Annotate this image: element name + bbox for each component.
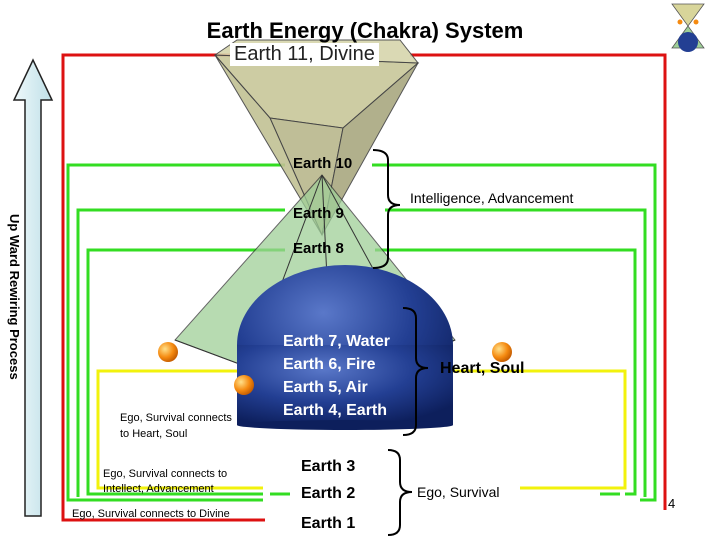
page-number: 4 [668,496,676,511]
orange-ball-left [158,342,178,362]
level-earth-5: Earth 5, Air [283,379,368,396]
orange-ball-right [492,342,512,362]
level-earth-3: Earth 3 [301,458,356,475]
group-intelligence-label: Intelligence, Advancement [410,190,574,206]
group-heart-label: Heart, Soul [440,360,525,377]
side-arrow-label: Up Ward Rewiring Process [7,214,22,380]
level-earth-4: Earth 4, Earth [283,402,388,419]
note-heart-line1: Ego, Survival connects [120,412,232,424]
note-divine: Ego, Survival connects to Divine [72,508,230,520]
earth-sphere [237,265,453,430]
level-earth-7: Earth 7, Water [283,333,390,350]
page-subtitle: Earth 11, Divine [230,43,379,66]
level-earth-1: Earth 1 [301,515,356,532]
level-earth-8: Earth 8 [293,240,344,257]
brace-middle [402,307,429,436]
note-intellect-line2: Intellect, Advancement [103,483,214,495]
orange-ball-center [234,375,254,395]
brace-upper [372,149,401,269]
page-title: Earth Energy (Chakra) System [206,18,524,43]
upward-arrow [12,58,54,517]
frame-divine [61,53,667,522]
chakra-logo-icon [671,3,705,52]
brace-lower [387,449,413,536]
note-heart-line2: to Heart, Soul [120,428,188,440]
frames-intelligence [66,163,657,502]
level-earth-10: Earth 10 [293,155,353,172]
note-intellect-line1: Ego, Survival connects to [103,468,228,480]
level-earth-2: Earth 2 [301,485,356,502]
level-earth-9: Earth 9 [293,205,344,222]
level-earth-6: Earth 6, Fire [283,356,376,373]
group-ego-label: Ego, Survival [417,484,500,500]
